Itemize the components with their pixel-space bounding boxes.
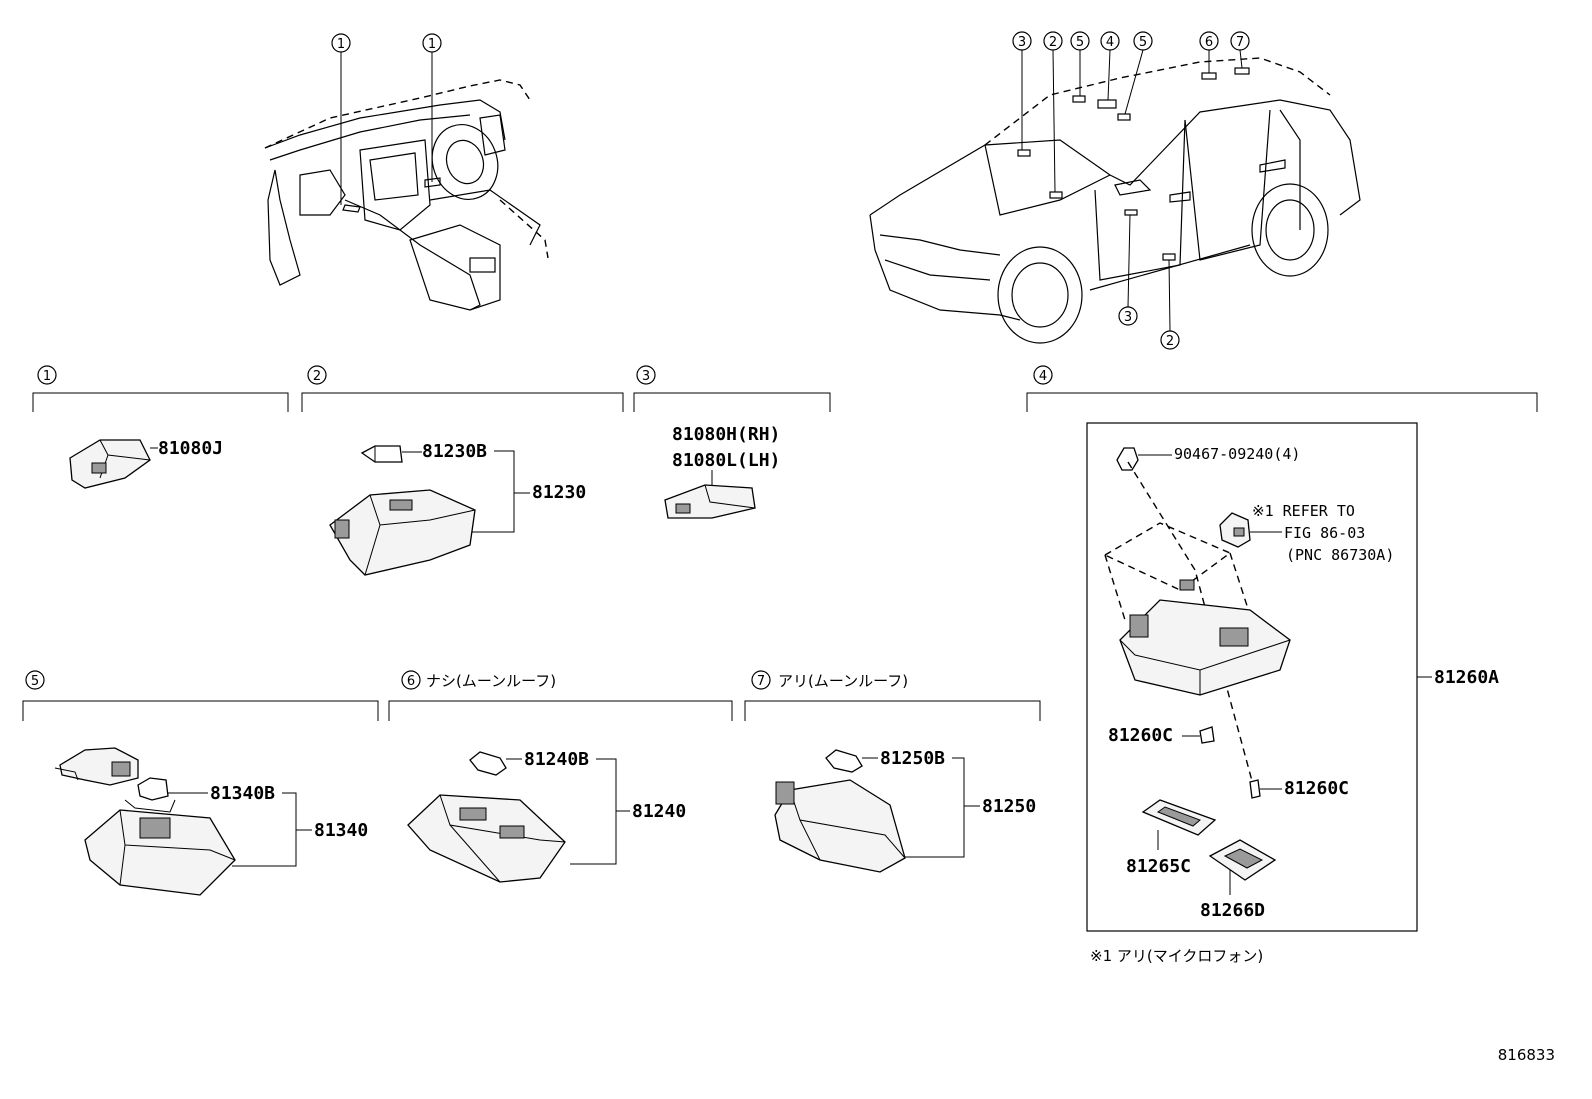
- part-81250b-label: 81250B: [880, 748, 945, 769]
- lens-81266d-illustration: [1208, 839, 1277, 881]
- svg-text:2: 2: [1049, 35, 1057, 50]
- callout-2-top: 2: [1043, 31, 1063, 193]
- microphone-illustration: [1219, 512, 1251, 548]
- part-81240b-label: 81240B: [524, 749, 589, 770]
- svg-text:4: 4: [1106, 35, 1114, 50]
- part-81260c-right-label: 81260C: [1284, 778, 1349, 799]
- section-6: 6 ナシ(ムーンルーフ) 81240B 81240: [388, 670, 733, 883]
- section-6-caption: ナシ(ムーンルーフ): [426, 672, 556, 690]
- part-81266d-label: 81266D: [1200, 900, 1265, 921]
- section-3: 3 81080H(RH) 81080L(LH): [633, 365, 831, 519]
- footnote: ※1 アリ(マイクロフォン): [1090, 947, 1263, 965]
- svg-text:5: 5: [1076, 35, 1084, 50]
- section-7-caption: アリ(ムーンルーフ): [778, 672, 908, 690]
- lamp-81250-illustration: [774, 779, 906, 873]
- svg-text:3: 3: [1124, 310, 1132, 325]
- callout-1-a: 1: [331, 33, 351, 205]
- part-81250-label: 81250: [982, 796, 1036, 817]
- refer-note-line3: (PNC 86730A): [1286, 546, 1394, 564]
- dashboard-illustration: [264, 79, 549, 311]
- callout-3-top: 3: [1012, 31, 1032, 150]
- part-81265c-label: 81265C: [1126, 856, 1191, 877]
- part-81080j-label: 81080J: [158, 438, 223, 459]
- svg-text:6: 6: [407, 674, 415, 689]
- svg-text:6: 6: [1205, 35, 1213, 50]
- lens-81265c-illustration: [1141, 799, 1217, 836]
- svg-text:7: 7: [757, 674, 765, 689]
- section-4: 4 90467-09240(4) ※1 REFER TO FIG 86-03 (…: [1026, 365, 1538, 932]
- callout-4-top: 4: [1100, 31, 1120, 101]
- bulb-81240b-illustration: [469, 751, 507, 776]
- svg-text:3: 3: [642, 369, 650, 384]
- socket-81340-illustration: [54, 747, 139, 786]
- dome-lamp-81260a-illustration: [1103, 461, 1291, 793]
- part-81080j-illustration: [69, 439, 151, 489]
- svg-text:5: 5: [1139, 35, 1147, 50]
- part-81230-label: 81230: [532, 482, 586, 503]
- figure-number: 816833: [1498, 1046, 1555, 1064]
- part-81340b-label: 81340B: [210, 783, 275, 804]
- bulb-81340b-illustration: [137, 777, 169, 801]
- lamp-81230-illustration: [329, 489, 476, 576]
- svg-text:4: 4: [1039, 369, 1047, 384]
- svg-text:2: 2: [313, 369, 321, 384]
- part-81260c-left-label: 81260C: [1108, 725, 1173, 746]
- part-81260a-label: 81260A: [1434, 667, 1499, 688]
- svg-text:3: 3: [1018, 35, 1026, 50]
- part-90467-label: 90467-09240(4): [1174, 445, 1300, 463]
- callout-3-bottom: 3: [1118, 214, 1138, 326]
- vehicle-illustration: [869, 57, 1361, 344]
- bulb-81250b-illustration: [825, 749, 863, 773]
- section-1: 1 81080J: [32, 365, 289, 489]
- clip-90467-illustration: [1116, 447, 1139, 471]
- section-7: 7 アリ(ムーンルーフ) 81250B 81250: [744, 670, 1041, 873]
- part-81080h-label: 81080H(RH): [672, 424, 780, 445]
- callout-7-top: 7: [1230, 31, 1250, 69]
- svg-text:7: 7: [1236, 35, 1244, 50]
- refer-note-line1: ※1 REFER TO: [1252, 502, 1355, 520]
- svg-text:2: 2: [1166, 334, 1174, 349]
- callout-5-a: 5: [1070, 31, 1090, 96]
- part-81230b-label: 81230B: [422, 441, 487, 462]
- refer-note-line2: FIG 86-03: [1284, 524, 1365, 542]
- svg-text:1: 1: [428, 37, 436, 52]
- vehicle-callouts: 3 2 5 4 5 6 7 3 2: [1012, 31, 1250, 350]
- callout-6-top: 6: [1199, 31, 1219, 73]
- bulb-81230b-illustration: [360, 445, 403, 463]
- svg-text:1: 1: [43, 369, 51, 384]
- part-81240-label: 81240: [632, 801, 686, 822]
- callout-1-b: 1: [422, 33, 442, 182]
- section-5: 5 81340B 81340: [22, 670, 379, 896]
- section-2: 2 81230B 81230: [301, 365, 624, 576]
- callout-2-bottom: 2: [1160, 259, 1180, 350]
- lamp-81080h-illustration: [664, 484, 756, 519]
- part-81340-label: 81340: [314, 820, 368, 841]
- lamp-81340-illustration: [84, 799, 236, 896]
- svg-text:5: 5: [31, 674, 39, 689]
- svg-text:1: 1: [337, 37, 345, 52]
- part-81080l-label: 81080L(LH): [672, 450, 780, 471]
- lamp-81240-illustration: [407, 794, 566, 883]
- callout-5-b: 5: [1124, 31, 1153, 115]
